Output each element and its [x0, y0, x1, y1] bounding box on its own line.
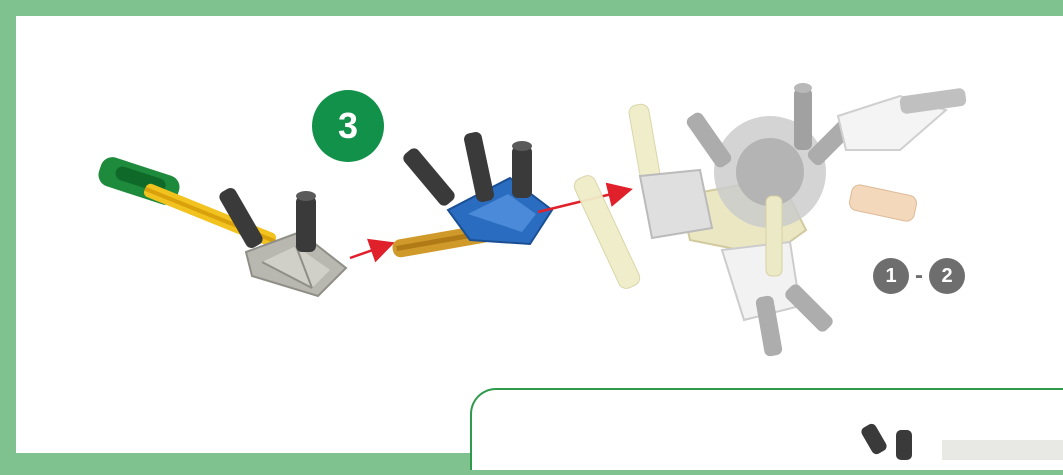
next-step-preview [472, 390, 1063, 470]
quantity-range: 1 - 2 [873, 258, 965, 294]
middle-assembly [391, 131, 552, 259]
range-end-badge: 2 [929, 258, 965, 294]
assembled-hub-icon [572, 83, 967, 357]
range-start-badge: 1 [873, 258, 909, 294]
black-rod-icon [860, 422, 889, 456]
left-assembly [95, 154, 346, 296]
black-rod-icon [896, 430, 912, 460]
arrow-1 [350, 244, 390, 258]
range-separator: - [915, 262, 923, 290]
assembly-illustration [0, 0, 1063, 453]
next-step-panel [470, 388, 1063, 470]
step-number-badge: 3 [312, 90, 384, 162]
